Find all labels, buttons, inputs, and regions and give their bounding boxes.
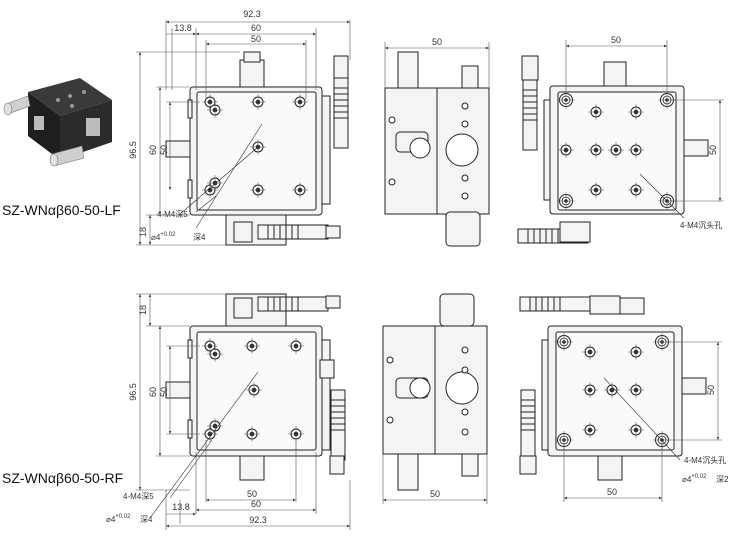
callout-depth2-rf: 深2 [716,475,729,484]
lf-bottom-dims [565,40,724,219]
dim-base-top: 18 [138,227,148,237]
dim-holes-top: 50 [251,34,261,44]
rf-side-dim [382,454,488,504]
rf-side-view [382,293,488,491]
dim-height-top: 96.5 [128,141,138,159]
callout-counterbore-lf: 4-M4沉头孔 [680,220,722,230]
callout-counterbore-rf: 4-M4沉头孔 [684,455,726,465]
dim-base-bottom: 18 [138,305,148,315]
dim-height-bottom: 96.5 [128,383,138,401]
callout-m4-rf: 4-M4深5 [123,492,154,501]
model-label-lf: SZ-WNαβ60-50-LF [2,202,121,218]
lf-side-dim [384,42,490,88]
lf-dimensions [136,20,351,246]
callout-bore-rf: ⌀4+0.02 [106,514,131,524]
callout-depth-lf: 深4 [193,233,206,242]
dim-plate-v-top: 60 [148,145,158,155]
dim-offset-top: 13.8 [174,23,192,33]
dim-overall-top: 92.3 [243,9,261,19]
callout-depth-rf: 深4 [140,515,153,524]
dim-bottom-height-rf: 50 [706,385,716,395]
dim-holes-bottom: 50 [247,489,257,499]
dim-holes-v-bottom: 50 [159,387,169,397]
lf-dim-texts: 92.3 13.8 60 50 96.5 18 60 50 4-M4深5 ⌀4+… [128,9,261,242]
product-photo [3,78,112,167]
model-label-rf: SZ-WNαβ60-50-RF [2,470,124,486]
dim-bottom-height-lf: 50 [708,145,718,155]
dim-bottom-width-lf: 50 [611,35,621,45]
lf-side-view [384,51,490,247]
dim-side-width-rf: 50 [430,489,440,499]
dim-holes-v-top: 50 [159,145,169,155]
callout-bore-lf: ⌀4+0.02 [151,232,176,242]
callout-bore-rf2: ⌀4+0.02 [682,474,707,484]
rf-dim-texts: 96.5 18 60 50 50 60 92.3 13.8 4-M4深5 ⌀4+… [106,305,267,525]
dim-plate-bottom: 60 [251,499,261,509]
dim-offset-bottom: 13.8 [172,502,190,512]
dim-bottom-width-rf: 50 [607,487,617,497]
dim-plate-v-bottom: 60 [148,387,158,397]
dim-plate-top: 60 [251,23,261,33]
dim-overall-bottom: 92.3 [249,515,267,525]
rf-dimensions [136,293,351,530]
dim-side-width-lf: 50 [432,37,442,47]
callout-m4-lf: 4-M4深5 [157,210,188,219]
rf-bottom-dims [563,341,722,502]
